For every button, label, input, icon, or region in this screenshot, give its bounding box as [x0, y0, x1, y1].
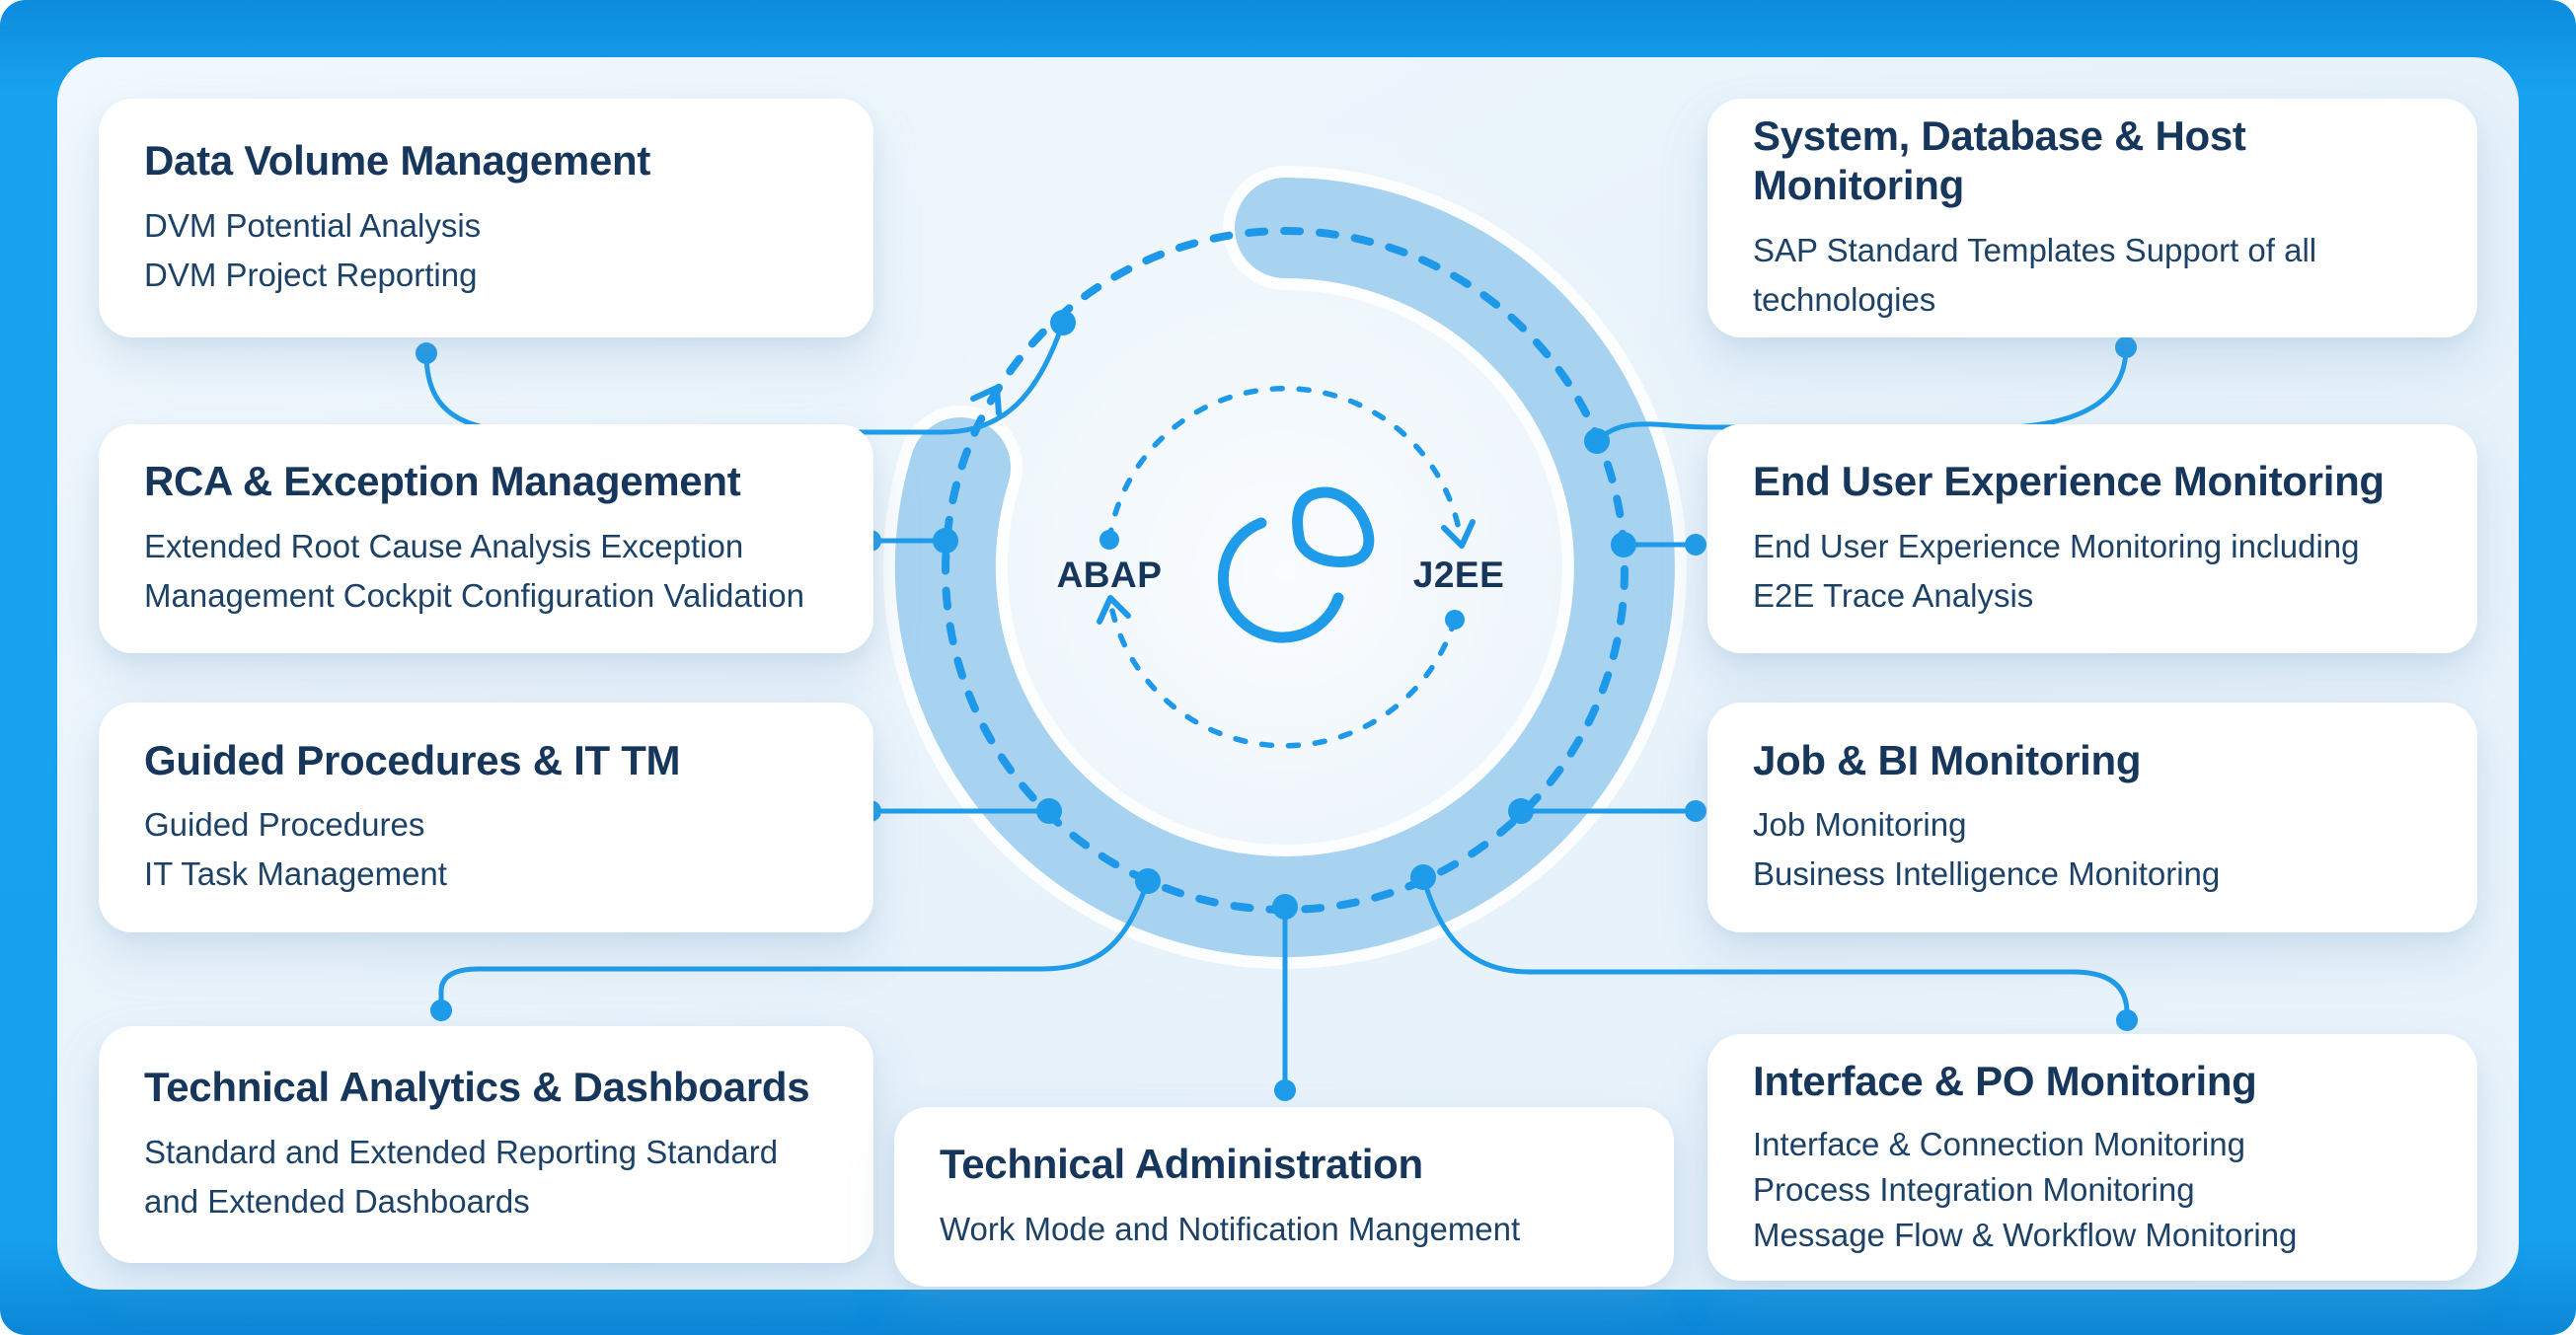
card-line: Standard and Extended Reporting Standard	[144, 1133, 779, 1170]
ring-dot	[1050, 310, 1076, 335]
card-line: IT Task Management	[144, 855, 447, 893]
inner-cycle-start-dot	[1445, 610, 1465, 630]
inner-cycle-bottom-arc	[1109, 608, 1458, 749]
inner-cycle-arrow-icon	[1097, 595, 1131, 625]
ring-dot	[1135, 868, 1161, 894]
card-line: Message Flow & Workflow Monitoring	[1753, 1216, 2298, 1253]
card-technical-analytics-dashboards: Technical Analytics & Dashboards Standar…	[99, 1026, 873, 1263]
card-title: Interface & PO Monitoring	[1753, 1058, 2257, 1105]
card-title: System, Database & Host Monitoring	[1753, 112, 2246, 208]
card-title: Guided Procedures & IT TM	[144, 736, 681, 783]
card-line: Guided Procedures	[144, 806, 425, 844]
card-title: Technical Administration	[940, 1141, 1423, 1188]
card-line: Job Monitoring	[1753, 806, 1967, 844]
card-rca-exception-management: RCA & Exception Management Extended Root…	[99, 424, 873, 653]
card-title: End User Experience Monitoring	[1753, 458, 2385, 505]
ring-dot	[1272, 894, 1298, 920]
j2ee-label: J2EE	[1412, 555, 1505, 595]
card-dot	[1685, 534, 1706, 556]
inner-cycle-start-dot	[1099, 530, 1119, 550]
inner-cycle-top-arc	[1106, 386, 1463, 543]
card-line: Process Integration Monitoring	[1753, 1170, 2195, 1208]
ring-dot	[1508, 798, 1534, 824]
card-job-bi-monitoring: Job & BI Monitoring Job Monitoring Busin…	[1707, 703, 2477, 932]
inner-cycle-arrow-icon	[1441, 519, 1476, 549]
card-guided-procedures-ittm: Guided Procedures & IT TM Guided Procedu…	[99, 703, 873, 932]
card-interface-po-monitoring: Interface & PO Monitoring Interface & Co…	[1707, 1034, 2477, 1281]
ring-dot	[933, 528, 958, 554]
outer-ring-arrow-icon	[970, 385, 1002, 416]
card-line: Interface & Connection Monitoring	[1753, 1125, 2245, 1162]
connector-technical-analytics	[438, 880, 1151, 1010]
card-line: DVM Potential Analysis	[144, 206, 482, 244]
card-line: Business Intelligence Monitoring	[1753, 855, 2221, 893]
card-dot	[430, 1000, 452, 1021]
card-title: Technical Analytics & Dashboards	[144, 1064, 810, 1111]
abap-label: ABAP	[1056, 555, 1163, 595]
ring-dot	[1611, 532, 1636, 557]
card-title: Data Volume Management	[144, 137, 651, 185]
card-data-volume-management: Data Volume Management DVM Potential Ana…	[99, 99, 873, 337]
card-system-database-host-monitoring: System, Database & Host Monitoring SAP S…	[1707, 99, 2477, 337]
ring-dot	[1036, 798, 1062, 824]
card-line: E2E Trace Analysis	[1753, 576, 2034, 614]
ring-dot	[1410, 864, 1436, 890]
connector-interface-po-monitoring	[1420, 876, 2130, 1020]
card-dot	[2116, 1009, 2138, 1031]
card-line: and Extended Dashboards	[144, 1182, 530, 1220]
card-title: RCA & Exception Management	[144, 458, 741, 505]
card-end-user-experience-monitoring: End User Experience Monitoring End User …	[1707, 424, 2477, 653]
ring-dot	[1584, 428, 1610, 454]
card-line: Extended Root Cause Analysis Exception	[144, 527, 744, 564]
card-dot	[1685, 800, 1706, 822]
card-line: SAP Standard Templates Support of all	[1753, 231, 2317, 268]
pie-chart-icon	[1217, 486, 1375, 643]
card-title: Job & BI Monitoring	[1753, 736, 2142, 783]
card-line: technologies	[1753, 280, 1936, 318]
card-line: End User Experience Monitoring including	[1753, 527, 2360, 564]
card-technical-administration: Technical Administration Work Mode and N…	[894, 1107, 1674, 1287]
card-line: Management Cockpit Configuration Validat…	[144, 576, 804, 614]
card-dot	[1274, 1079, 1296, 1101]
card-dot	[416, 342, 437, 364]
card-line: DVM Project Reporting	[144, 256, 478, 293]
card-dot	[2115, 336, 2137, 358]
card-line: Work Mode and Notification Mangement	[940, 1210, 1521, 1247]
